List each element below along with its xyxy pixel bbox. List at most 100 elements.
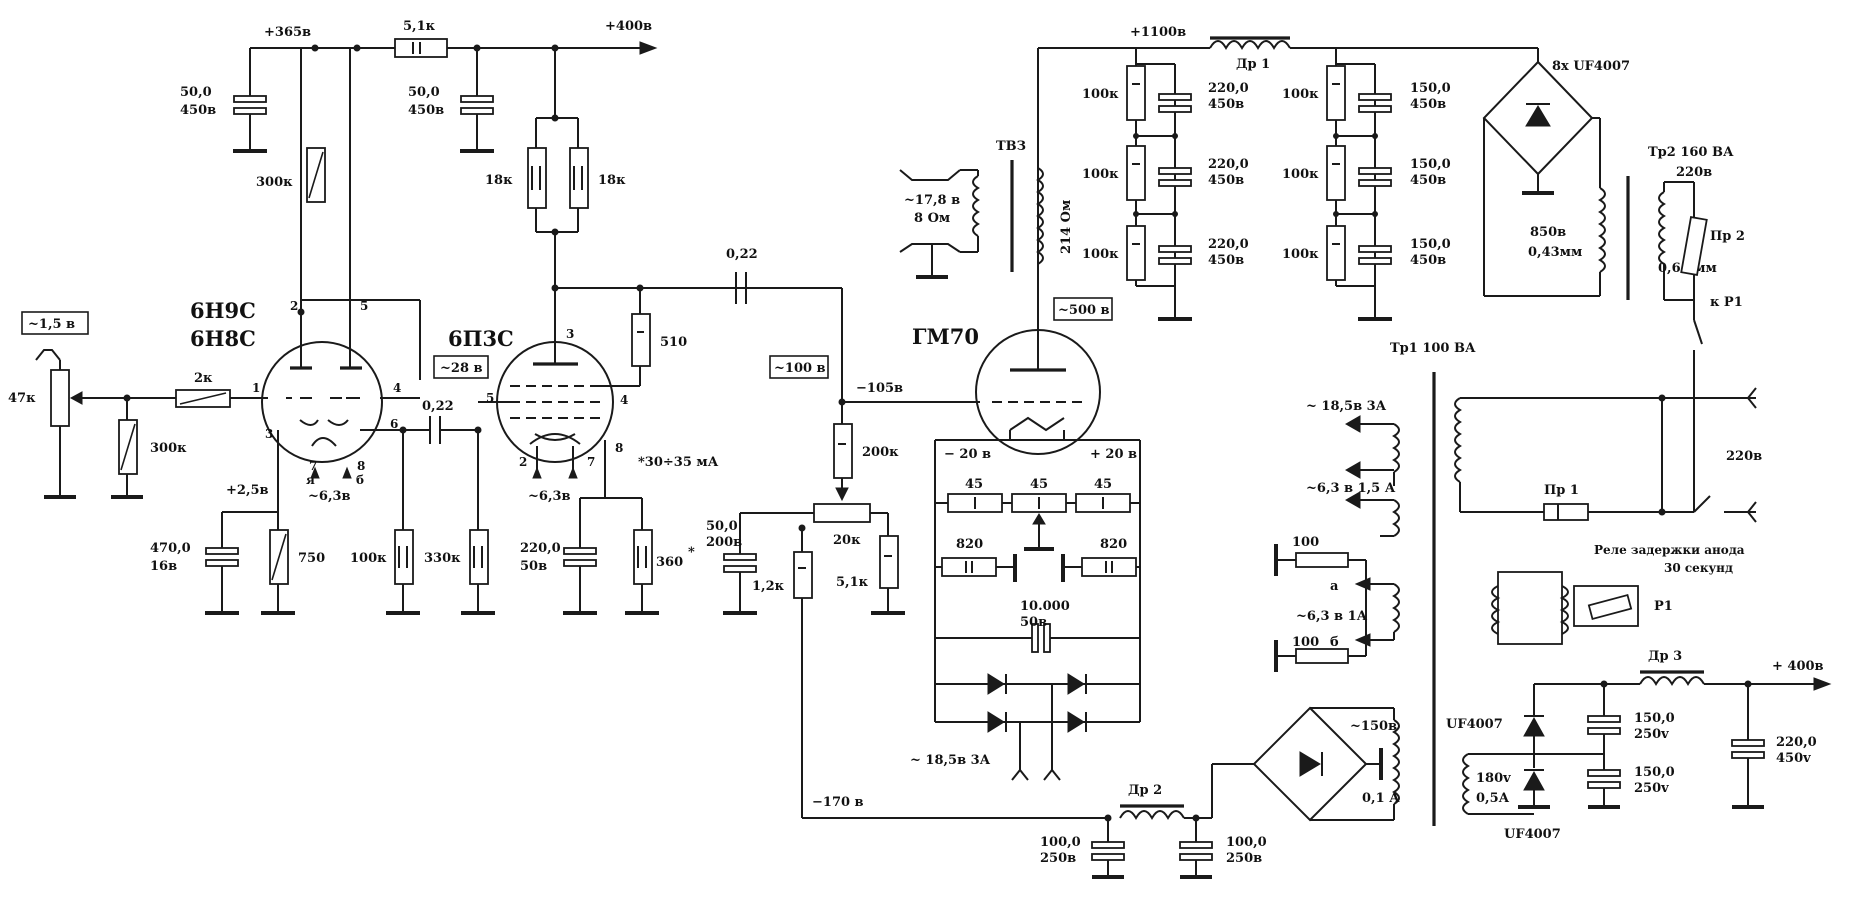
label-dr2: Др 2 <box>1128 783 1162 798</box>
label-hv-c6: 150,0 <box>1410 237 1451 252</box>
label-dr1: Др 1 <box>1236 57 1270 72</box>
bias-supply: Др 2 100,0 250в 100,0 250в ~150в 0,1 А <box>1040 706 1400 879</box>
pin-2: 2 <box>290 299 298 313</box>
label-hv-c1: 220,0 <box>1208 81 1249 96</box>
label-1k2: 1,2к <box>752 579 785 594</box>
label-current: *30÷35 мА <box>638 455 719 470</box>
label-360-mark: * <box>688 545 695 560</box>
label-tv3: ТВЗ <box>996 139 1026 154</box>
tube-6p3s-label: 6П3С <box>448 326 514 351</box>
label-sec-ohm: 8 Ом <box>914 211 950 226</box>
label-a: а <box>1330 579 1339 594</box>
label-hv-c1-v: 450в <box>1208 97 1244 112</box>
label-plus365: +365в <box>264 25 311 40</box>
label-214: 214 Ом <box>1059 200 1074 254</box>
label-300k-plate: 300к <box>256 175 293 190</box>
label-10000: 10.000 <box>1020 599 1070 614</box>
label-20k: 20к <box>833 533 861 548</box>
label-330k: 330к <box>424 551 461 566</box>
label-47k: 47к <box>8 391 36 406</box>
label-r100-a: 100 <box>1292 535 1319 550</box>
label-470-v: 16в <box>150 559 177 574</box>
mid-pin-4: 4 <box>620 393 628 407</box>
label-100k-driver: 100к <box>350 551 387 566</box>
top-supply-rail: +365в 5,1к +400в 50,0 450в 50,0 450в <box>180 19 658 153</box>
input-level-label: ~1,5 в <box>28 317 75 332</box>
label-5k1-bias: 5,1к <box>836 575 869 590</box>
label-dr3: Др 3 <box>1648 649 1682 664</box>
pin-3: 3 <box>265 427 273 441</box>
label-sec-v: ~17,8 в <box>904 193 960 208</box>
label-500v: ~500 в <box>1058 303 1110 318</box>
label-022-out: 0,22 <box>726 247 758 262</box>
label-850: 850в <box>1530 225 1566 240</box>
label-plus400-top: +400в <box>605 19 652 34</box>
label-fil-winding: ~ 18,5в 3А <box>910 753 991 768</box>
pin-7: 7 <box>309 459 317 473</box>
label-lv-c3-v: 450v <box>1776 751 1811 766</box>
input-section: ~1,5 в 47к 300к 2к <box>8 311 268 499</box>
label-lv-c1: 150,0 <box>1634 711 1675 726</box>
label-kp1: к Р1 <box>1710 295 1743 310</box>
label-fuse1: Пр 1 <box>1544 483 1579 498</box>
label-r100-b: 100 <box>1292 635 1319 650</box>
label-hv-c4: 150,0 <box>1410 81 1451 96</box>
label-bias-c2: 100,0 <box>1226 835 1267 850</box>
label-820-b: 820 <box>1100 537 1127 552</box>
driver-tube: 6Н9С 6Н8С 300к 1 2 5 4 3 6 7 8 я б <box>150 48 421 615</box>
mid-pin-5: 5 <box>486 391 494 405</box>
label-minus105: −105в <box>856 381 903 396</box>
label-tr2: Тр2 160 ВА <box>1648 145 1734 160</box>
label-220-mid: 220,0 <box>520 541 561 556</box>
label-c50-1-v: 450в <box>180 103 216 118</box>
label-bias-c2-v: 250в <box>1226 851 1262 866</box>
mid-pin-2: 2 <box>519 455 527 469</box>
label-w3: ~6,3 в 1А <box>1296 609 1368 624</box>
label-bias-c1-v: 250в <box>1040 851 1076 866</box>
label-45-b: 45 <box>1030 477 1048 492</box>
label-18k-b: 18к <box>598 173 626 188</box>
label-hv-r1: 100к <box>1082 87 1119 102</box>
driver-heater-label: ~6,3в <box>308 489 351 504</box>
label-lv-c2-v: 250v <box>1634 781 1669 796</box>
label-10000-v: 50в <box>1020 615 1047 630</box>
relay-core <box>1497 571 1563 645</box>
lv-supply: Др 3 + 400в UF4007 UF4007 180v 0,5А 150,… <box>1446 649 1832 842</box>
mid-pin-7: 7 <box>587 455 595 469</box>
pin-6: 6 <box>390 417 398 431</box>
label-uf-bottom: UF4007 <box>1504 827 1561 842</box>
label-hv-r4: 100к <box>1282 87 1319 102</box>
label-05a: 0,5А <box>1476 791 1510 806</box>
label-hv-c2: 220,0 <box>1208 157 1249 172</box>
label-minus20: − 20 в <box>944 447 991 462</box>
label-1100: +1100в <box>1130 25 1186 40</box>
label-bias-c1: 100,0 <box>1040 835 1081 850</box>
label-510: 510 <box>660 335 687 350</box>
mains-transformer: Тр1 100 ВА Пр 1 220в Реле задержки анода… <box>1274 341 1762 826</box>
label-p1: Р1 <box>1654 599 1673 614</box>
label-b: б <box>1330 635 1339 650</box>
tube-6n9s-label: 6Н9С <box>190 298 256 323</box>
mid-heater-label: ~6,3в <box>528 489 571 504</box>
output-transformer: ТВЗ 214 Ом ~17,8 в 8 Ом ~500 в <box>899 47 1210 321</box>
label-mains-220: 220в <box>1726 449 1762 464</box>
label-lv-c3: 220,0 <box>1776 735 1817 750</box>
label-300k-input: 300к <box>150 441 187 456</box>
label-tr1: Тр1 100 ВА <box>1390 341 1476 356</box>
pin-a: я <box>306 473 315 487</box>
label-hv-c4-v: 450в <box>1410 97 1446 112</box>
label-200k: 200к <box>862 445 899 460</box>
label-lv-c1-v: 250v <box>1634 727 1669 742</box>
label-c50-2: 50,0 <box>408 85 440 100</box>
label-hv-c5-v: 450в <box>1410 173 1446 188</box>
label-c50-bias-v: 200в <box>706 535 742 550</box>
pin-8: 8 <box>357 459 365 473</box>
label-180v: 180v <box>1476 771 1511 786</box>
label-hv-c3-v: 450в <box>1208 253 1244 268</box>
pin-5: 5 <box>360 299 368 313</box>
label-w2: ~6,3 в 1,5 А <box>1306 481 1396 496</box>
label-minus170: −170 в <box>812 795 864 810</box>
label-plus20: + 20 в <box>1090 447 1137 462</box>
label-relay-1: Реле задержки анода <box>1594 543 1745 557</box>
label-hv-r3: 100к <box>1082 247 1119 262</box>
